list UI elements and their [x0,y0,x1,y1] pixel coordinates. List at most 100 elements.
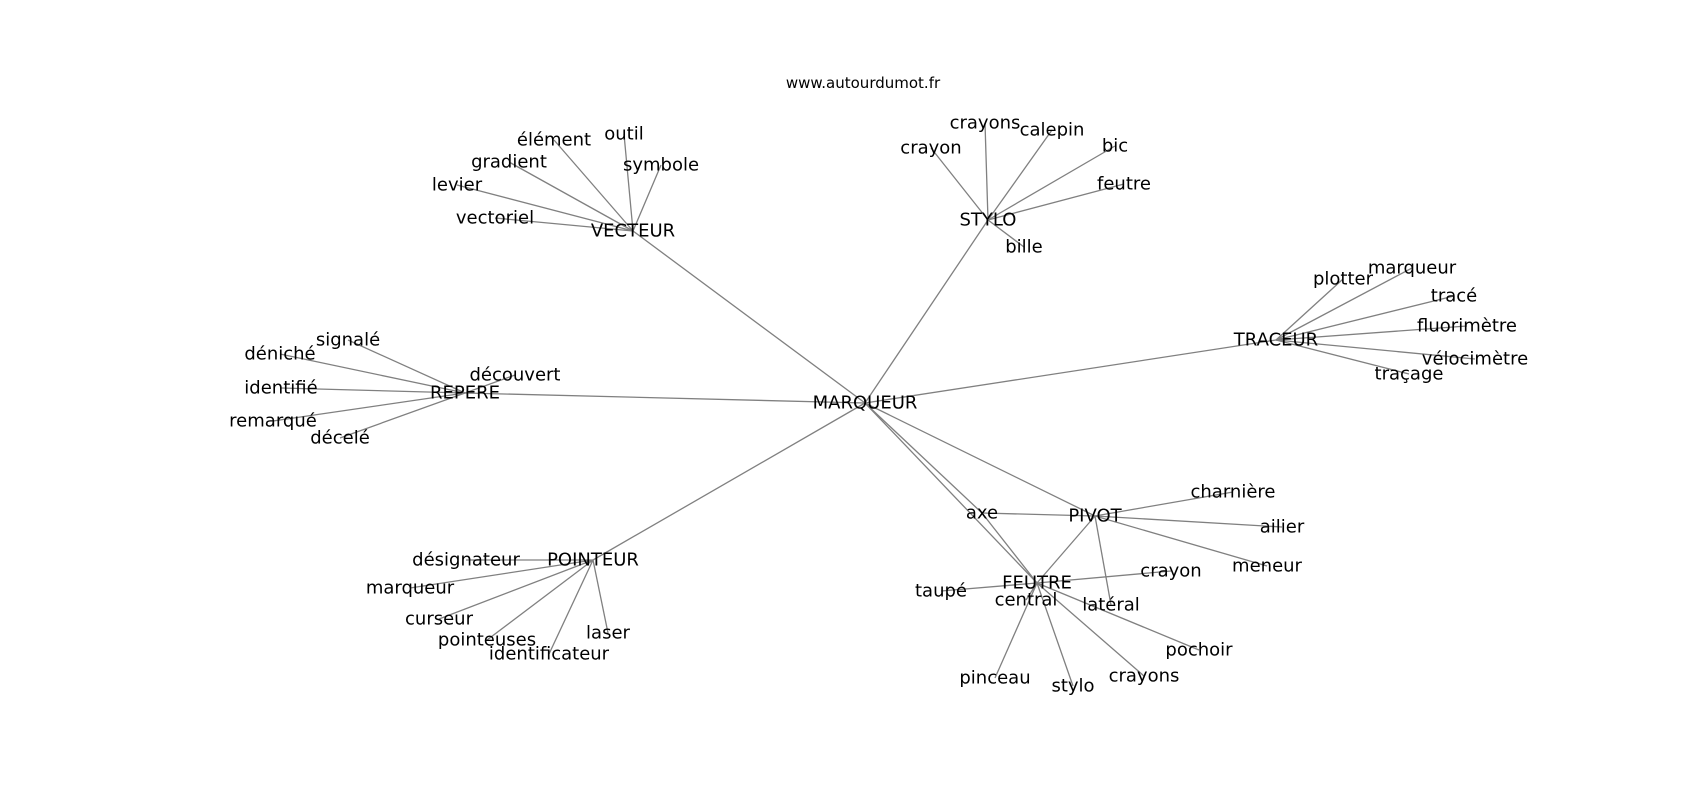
leaf-node-label: pochoir [1165,640,1233,661]
edge-repere-leaf [279,353,466,394]
hub-node-label: VECTEUR [591,221,675,242]
leaf-node-label: calepin [1020,120,1085,141]
edge-layer [272,122,1476,687]
leaf-node-label: gradient [471,152,547,173]
edge-stylo-leaf [930,147,989,221]
leaf-node-label: central [995,590,1058,611]
leaf-node-label: crayons [950,113,1021,134]
edge-traceur-leaf [1275,339,1410,375]
leaf-node-label: crayon [900,138,961,159]
leaf-node-label: désignateur [412,550,520,571]
edge-pivot-leaf [1094,491,1234,517]
edge-repere-leaf [464,374,516,394]
leaf-node-label: pinceau [959,668,1030,689]
leaf-node-label: marqueur [366,578,455,599]
hub-node-label: REPERE [430,383,500,404]
leaf-node-label: découvert [469,365,560,386]
leaf-node-label: remarqué [229,411,317,432]
edge-pointeur-leaf [409,559,594,589]
hub-node-label: POINTEUR [547,550,639,571]
hub-node-label: PIVOT [1068,506,1122,527]
edge-stylo-leaf [987,145,1116,221]
edge-stylo-leaf [987,219,1025,248]
leaf-node-label: axe [966,503,998,524]
edge-traceur-leaf [1275,278,1344,341]
site-label: www.autourdumot.fr [786,74,941,92]
leaf-node-label: bic [1102,136,1128,157]
edge-pointeur-leaf [592,559,609,634]
leaf-node-label: traçage [1375,364,1444,385]
edge-vecteur-leaf [494,217,634,232]
edge-traceur-leaf [1275,325,1468,341]
edge-center-traceur [864,339,1277,404]
edge-feutre-leaf [1036,582,1074,687]
edge-center-stylo [864,219,989,404]
edge-stylo-leaf [987,183,1125,221]
leaf-node-label: laser [586,623,630,644]
edge-repere-leaf [339,392,466,439]
edge-stylo-leaf [984,122,989,221]
leaf-node-label: plotter [1313,269,1374,290]
leaf-node-label: charnière [1191,482,1276,503]
edge-repere-leaf [280,387,466,394]
leaf-node-label: décelé [310,428,370,449]
leaf-node-label: identificateur [489,644,610,665]
leaf-node-label: élément [517,130,591,151]
leaf-node-label: taupé [915,581,967,602]
edge-pivot-leaf [1094,515,1112,606]
edge-center-pointeur [592,402,866,561]
leaf-node-label: déniché [244,344,315,365]
edge-center-pivot [864,402,1096,517]
edge-vecteur-leaf [456,184,634,232]
leaf-node-label: fluorimètre [1417,316,1517,337]
edge-stylo-leaf [987,129,1053,221]
edge-center-feutre [864,402,1038,584]
edge-traceur-leaf [1275,295,1455,341]
edge-feutre-leaf [994,582,1038,679]
edge-pivot-leaf [1094,515,1268,567]
leaf-node-label: marqueur [1368,258,1457,279]
leaf-node-label: crayon [1140,561,1201,582]
label-layer: www.autourdumot.fr MARQUEURVECTEURvector… [229,74,1528,697]
leaf-node-label: meneur [1232,556,1302,577]
edge-traceur-leaf [1275,267,1413,341]
edge-repere-leaf [272,392,466,422]
leaf-node-label: bille [1005,237,1043,258]
edge-feutre-leaf [1036,570,1172,584]
leaf-node-label: symbole [623,155,699,176]
leaf-node-label: identifié [244,378,317,399]
edge-center-vecteur [632,230,866,404]
leaf-node-label: levier [432,175,483,196]
edge-feutre-leaf [940,582,1038,592]
edge-vecteur-leaf [632,164,662,232]
edge-cross-link [1036,515,1096,584]
leaf-node-label: ailier [1260,517,1305,538]
leaf-node-label: tracé [1431,286,1477,307]
edge-vecteur-leaf [508,161,634,232]
leaf-node-label: outil [604,124,643,145]
leaf-node-label: feutre [1097,174,1151,195]
leaf-node-label: stylo [1051,676,1094,697]
edge-repere-leaf [347,339,466,394]
edge-vecteur-leaf [623,133,634,232]
edge-traceur-leaf [1275,339,1476,360]
edge-center-repere [464,392,866,404]
edge-pointeur-leaf [486,559,594,641]
edge-cross-link [864,402,983,514]
leaf-node-label: crayons [1109,666,1180,687]
leaf-node-label: curseur [405,609,474,630]
edge-pivot-leaf [981,512,1096,517]
edge-pointeur-leaf [438,559,594,620]
edge-pointeur-leaf [548,559,594,655]
edge-pivot-leaf [1094,515,1283,528]
edge-feutre-leaf [1036,582,1145,677]
leaf-node-label: signalé [316,330,380,351]
hub-node-label: STYLO [960,210,1017,231]
edge-vecteur-leaf [553,139,634,232]
edge-feutre-leaf [1036,582,1200,651]
hub-node-label: FEUTRE [1002,573,1072,594]
edge-cross-link [981,512,1038,584]
hub-node-label: TRACEUR [1233,330,1318,351]
